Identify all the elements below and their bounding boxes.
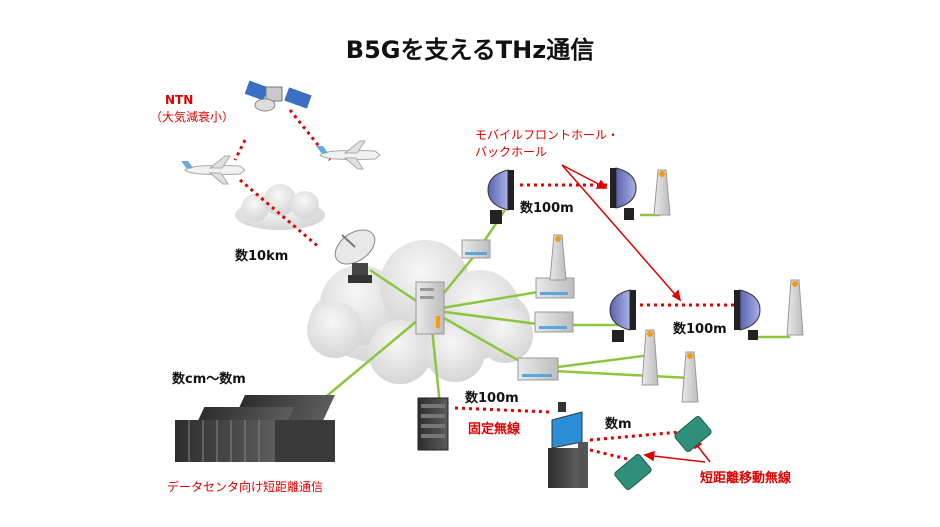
link-fixed-wireless — [454, 406, 551, 414]
horn-antenna-icon — [609, 289, 636, 342]
wired-links — [309, 209, 790, 411]
cell-tower-icon — [641, 329, 659, 386]
switch-icon — [534, 311, 574, 333]
distance-m-label: 数m — [605, 417, 632, 432]
airplane-icon — [181, 155, 246, 185]
switch-icon — [535, 277, 575, 299]
fronthaul-label-line1: モバイルフロントホール・ — [475, 128, 620, 142]
distance-100m-top-label: 数100m — [520, 201, 574, 216]
rack-server-icon — [417, 397, 449, 451]
fronthaul-label-line2: バックホール — [475, 145, 548, 159]
weather-cloud-icon — [235, 184, 325, 230]
cell-tower-icon — [786, 279, 804, 336]
link-switch-2 — [429, 288, 551, 312]
short-range-mobile-label: 短距離移動無線 — [700, 471, 792, 486]
cell-tower-icon — [681, 351, 699, 403]
mobile-device-icon — [674, 416, 712, 452]
core-server-icon — [415, 281, 445, 335]
switch-icon — [461, 239, 491, 259]
datacenter-icon — [175, 395, 335, 462]
network-cloud — [307, 240, 533, 384]
link-datacenter — [309, 309, 431, 411]
horn-antenna-icon — [487, 169, 514, 224]
airplane-icon — [316, 140, 381, 170]
satellite-icon — [244, 80, 312, 112]
ntn-label: NTN — [165, 93, 194, 107]
mobile-device-icon — [614, 454, 652, 490]
parabolic-antenna-icon — [334, 229, 376, 283]
diagram-title: B5Gを支えるTHz通信 — [345, 36, 595, 64]
link-switch-4-tower-b — [534, 368, 691, 380]
horn-antenna-icon — [734, 289, 761, 340]
distance-10km-label: 数10km — [235, 249, 289, 264]
distance-cm-m-label: 数cm～数m — [172, 372, 246, 387]
link-sat-plane1 — [233, 139, 247, 161]
link-mobile-1 — [589, 430, 681, 442]
distance-100m-bottom-label: 数100m — [465, 391, 519, 406]
distance-100m-mid-label: 数100m — [673, 322, 727, 337]
link-switch-3 — [429, 308, 546, 327]
datacenter-label: データセンタ向け短距離通信 — [167, 480, 324, 494]
horn-antenna-icon — [610, 167, 637, 220]
kiosk-terminal-icon — [548, 402, 588, 488]
cell-tower-icon — [653, 169, 671, 216]
cell-tower-icon — [549, 234, 567, 281]
switch-icon — [517, 357, 559, 381]
ntn-sublabel: （大気減衰小） — [150, 110, 235, 124]
fixed-wireless-label: 固定無線 — [468, 422, 521, 437]
